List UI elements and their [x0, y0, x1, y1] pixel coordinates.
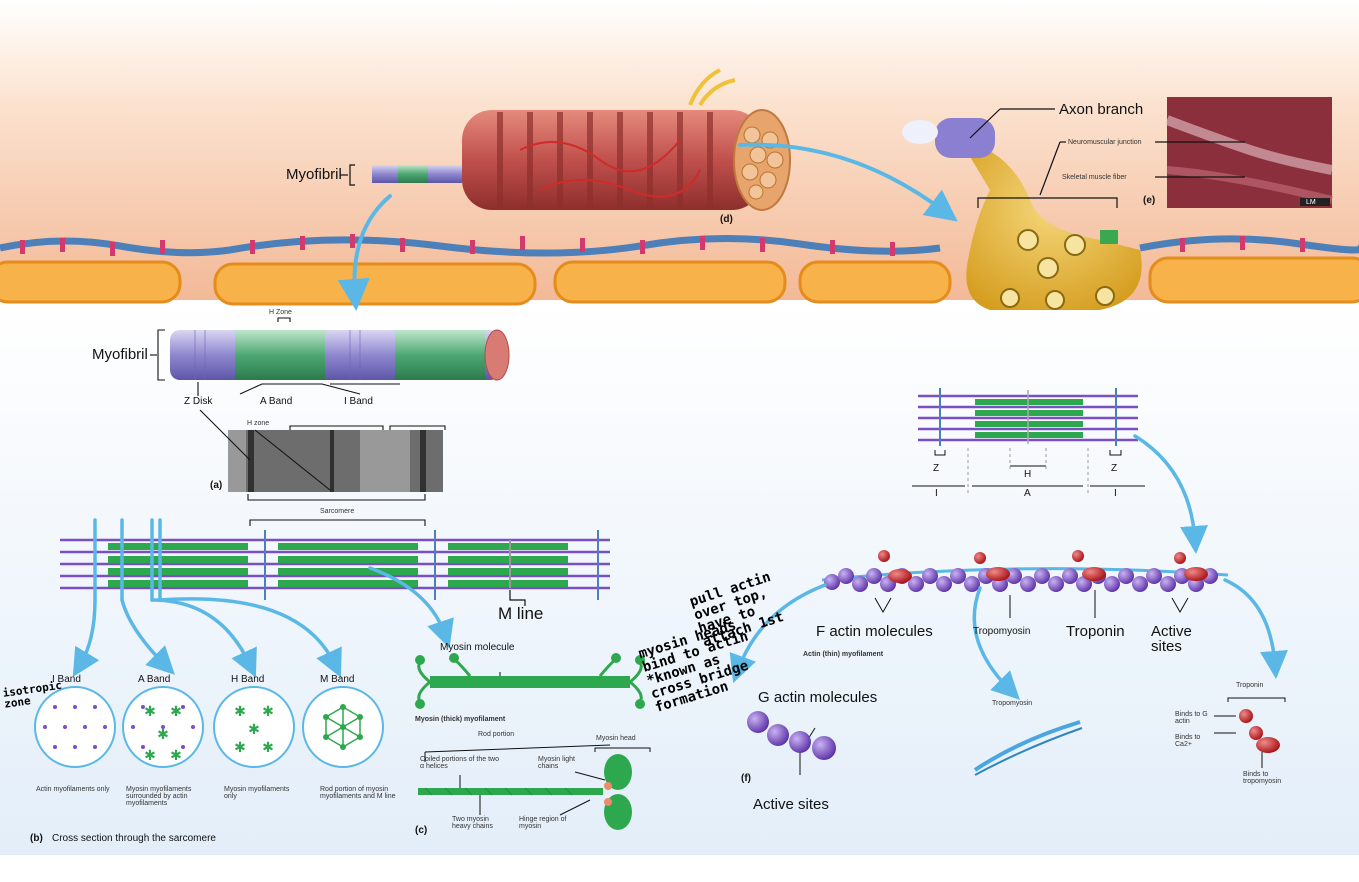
i-band-label: I Band	[344, 396, 373, 407]
light-chains-label: Myosin light chains	[538, 756, 575, 770]
thin-filament-label: Actin (thin) myofilament	[803, 651, 884, 658]
cross-section-caption-2: Myosin myofilaments surrounded by actin …	[126, 786, 192, 807]
svg-text:✱: ✱	[170, 748, 182, 764]
myosin-filament-label: Myosin (thick) myofilament	[415, 716, 506, 723]
skeletal-muscle-fiber-label: Skeletal muscle fiber	[1062, 174, 1127, 181]
heavy-chains-label: Two myosin heavy chains	[452, 816, 493, 830]
svg-text:✱: ✱	[262, 740, 274, 756]
svg-text:✱: ✱	[234, 740, 246, 756]
z-left-label: Z	[933, 463, 940, 474]
troponin-detail-label: Troponin	[1236, 682, 1264, 689]
troponin-illustration	[1239, 709, 1280, 753]
cross-section-caption-3: Myosin myofilaments only	[224, 786, 290, 800]
troponin-label: Troponin	[1066, 623, 1125, 640]
svg-text:✱: ✱	[144, 748, 156, 764]
thin-filament-illustration	[821, 550, 1229, 592]
cross-section-title: Cross section through the sarcomere	[52, 833, 216, 844]
tropomyosin-label: Tropomyosin	[973, 626, 1031, 637]
myosin-head-label: Myosin head	[596, 735, 636, 742]
a-band-label: A Band	[260, 396, 293, 407]
cross-section-circles: ✱✱✱ ✱✱ ✱✱✱ ✱✱	[34, 686, 384, 768]
panel-a-label: (a)	[210, 480, 223, 491]
panel-e-label: (e)	[1143, 195, 1156, 206]
z-right-label: Z	[1111, 463, 1118, 474]
svg-text:✱: ✱	[170, 704, 182, 720]
h-right-label: H	[1024, 469, 1032, 480]
myofibril-top-label: Myofibril	[286, 166, 342, 183]
a-right-label: A	[1024, 488, 1031, 499]
g-active-sites-label: Active sites	[753, 796, 829, 813]
binds-tropomyosin-label: Binds to tropomyosin	[1243, 771, 1282, 785]
panel-f-label: (f)	[741, 773, 751, 784]
panel-b-label: (b)	[30, 833, 43, 844]
i-left-label: I	[935, 488, 938, 499]
svg-text:✱: ✱	[262, 704, 274, 720]
cross-section-caption-1: Actin myofilaments only	[36, 786, 110, 793]
cross-section-label-3: H Band	[231, 674, 265, 685]
i-right-label: I	[1114, 488, 1117, 499]
g-actin-illustration	[747, 711, 836, 760]
tropomyosin-detail-label: Tropomyosin	[992, 700, 1033, 707]
active-sites-label: Active sites	[1151, 623, 1192, 655]
neuromuscular-junction-illustration	[902, 97, 1333, 310]
cross-section-label-4: M Band	[320, 674, 355, 685]
h-zone-top-label: H Zone	[269, 309, 292, 316]
cross-section-caption-4: Rod portion of myosin myofilaments and M…	[320, 786, 396, 800]
svg-text:✱: ✱	[234, 704, 246, 720]
micrograph-tag: LM	[1306, 199, 1316, 206]
binds-ca-label: Binds to Ca2+	[1175, 734, 1201, 748]
cross-section-label-1: I Band	[52, 674, 81, 685]
panel-c-label: (c)	[415, 825, 428, 836]
h-zone-label: H zone	[247, 420, 270, 427]
coiled-portions-label: Coiled portions of the two α helices	[420, 756, 499, 770]
svg-text:✱: ✱	[144, 704, 156, 720]
svg-text:✱: ✱	[248, 722, 260, 738]
z-disk-label: Z Disk	[184, 396, 213, 407]
axon-branch-label: Axon branch	[1059, 101, 1144, 118]
myofibril-mid-label: Myofibril	[92, 346, 148, 363]
myosin-molecule-label: Myosin molecule	[440, 642, 515, 653]
f-actin-label: F actin molecules	[816, 623, 933, 640]
right-sarcomere-diagram	[918, 388, 1138, 446]
g-actin-label: G actin molecules	[758, 689, 878, 706]
hinge-region-label: Hinge region of myosin	[519, 816, 567, 830]
cross-section-label-2: A Band	[138, 674, 171, 685]
svg-text:✱: ✱	[157, 727, 169, 743]
binds-g-actin-label: Binds to G actin	[1175, 711, 1208, 725]
sarcomere-label: Sarcomere	[320, 508, 355, 515]
neuromuscular-junction-label: Neuromuscular junction	[1068, 139, 1142, 146]
rod-portion-label: Rod portion	[478, 731, 515, 738]
tropomyosin-illustration	[973, 720, 1083, 776]
m-line-label: M line	[498, 604, 544, 623]
myofibril-illustration	[170, 329, 510, 381]
panel-d-label: (d)	[720, 214, 733, 225]
myosin-illustration	[415, 653, 645, 830]
